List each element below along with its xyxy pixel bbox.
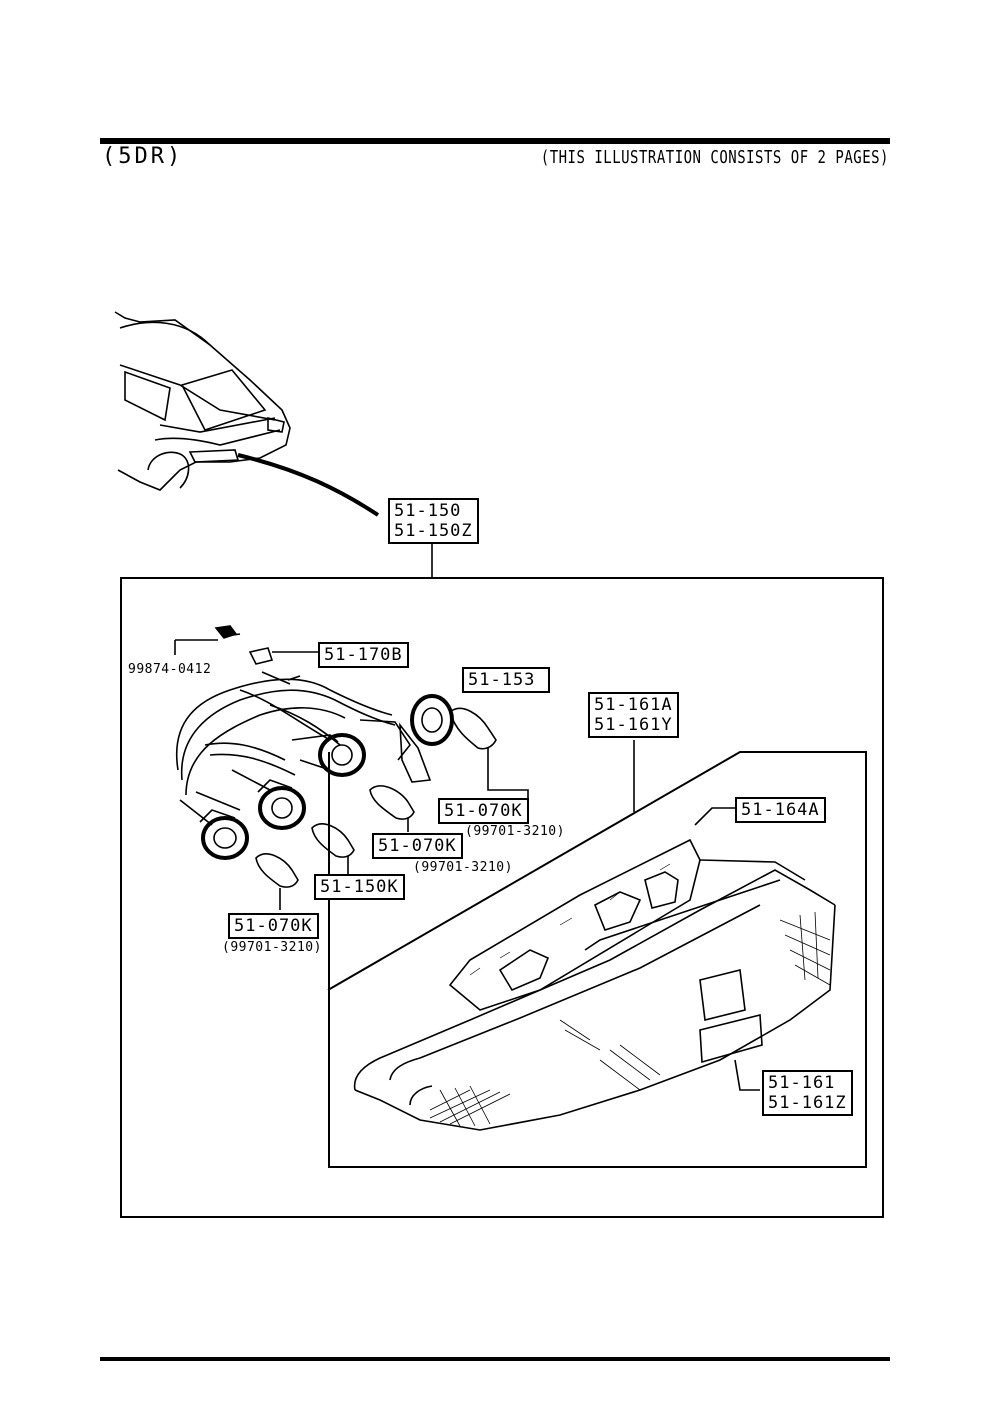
bulb-middle-sub-number: (99701-3210) — [413, 860, 513, 875]
bulb-upper-part-label: 51-070K — [438, 798, 529, 824]
socket-part-label: 51-153 — [462, 667, 550, 693]
lens-part-label: 51-161A 51-161Y — [588, 692, 679, 738]
lamp-body-part-number: 51-161 — [768, 1073, 836, 1093]
bulb-lower-sub-number: (99701-3210) — [222, 940, 322, 955]
gasket-texture — [469, 863, 671, 976]
lens-part-number-alt: 51-161Y — [594, 715, 673, 735]
car-illustration — [114, 311, 291, 491]
variant-label: (5DR) — [102, 144, 184, 169]
lens-hatching — [429, 911, 831, 1127]
bulb-lower-part-label: 51-070K — [228, 913, 319, 939]
lamp-frame — [328, 752, 866, 1168]
assembly-frame — [120, 577, 884, 1218]
assembly-part-number: 51-150 — [394, 501, 462, 521]
wiring-harness — [175, 671, 454, 860]
small-bulb-part-label: 51-150K — [314, 874, 405, 900]
header-rule — [100, 138, 890, 144]
screw-part-number: 99874-0412 — [128, 662, 212, 677]
bulb-upper-sub-number: (99701-3210) — [465, 824, 565, 839]
gasket-part-label: 51-164A — [735, 797, 826, 823]
bulb-middle-part-label: 51-070K — [372, 833, 463, 859]
bulbs — [255, 707, 497, 888]
lens-part-number: 51-161A — [594, 695, 673, 715]
assembly-part-label: 51-150 51-150Z — [388, 498, 479, 544]
footer-rule — [100, 1357, 890, 1361]
lamp-body-part-label: 51-161 51-161Z — [762, 1070, 853, 1116]
pages-note: (THIS ILLUSTRATION CONSISTS OF 2 PAGES) — [540, 148, 889, 168]
assembly-part-number-alt: 51-150Z — [394, 521, 473, 541]
lamp-body-part-number-alt: 51-161Z — [768, 1093, 847, 1113]
bracket-part-label: 51-170B — [318, 642, 409, 668]
